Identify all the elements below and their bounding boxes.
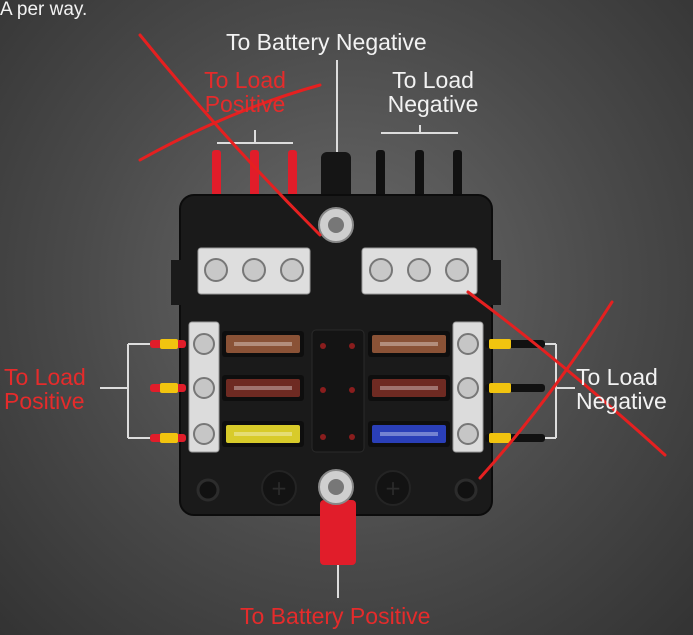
fuse-element <box>234 342 292 346</box>
blade-fuse[interactable] <box>226 335 300 353</box>
label-load-negative-top: To Load Negative <box>378 68 488 116</box>
led-indicator-icon <box>320 343 355 440</box>
label-line: Positive <box>4 388 85 415</box>
battery-positive-stud <box>318 469 356 598</box>
fuse-element <box>234 432 292 436</box>
left-positive-leads <box>100 339 186 443</box>
blade-fuse[interactable] <box>372 425 446 443</box>
blade-fuse[interactable] <box>226 379 300 397</box>
label-battery-negative: To Battery Negative <box>226 29 427 55</box>
svg-text:+: + <box>385 476 402 500</box>
label-load-negative-right: To Load Negative <box>576 365 667 413</box>
svg-text:+: + <box>271 476 288 500</box>
fuse-element <box>234 386 292 390</box>
label-line: To Load <box>204 67 286 93</box>
label-line: To Load <box>576 364 658 390</box>
label-line: Positive <box>204 91 286 118</box>
fuse-element <box>380 386 438 390</box>
side-terminal-screws <box>193 333 479 445</box>
fuse-slots <box>222 331 450 447</box>
label-battery-positive: To Battery Positive <box>240 603 431 629</box>
fuse-element <box>380 342 438 346</box>
right-negative-leads <box>485 339 575 443</box>
busbar-screws <box>204 258 469 282</box>
blade-fuse[interactable] <box>226 425 300 443</box>
label-line: Negative <box>576 388 667 415</box>
annotation-strikes <box>138 33 667 480</box>
caption-fragment: A per way. <box>0 0 88 20</box>
label-load-positive-left: To Load Positive <box>4 365 86 413</box>
label-line: Negative <box>387 91 479 118</box>
fuse-element <box>380 432 438 436</box>
mounting-hole-icon: + + <box>196 470 478 506</box>
label-line: To Load <box>392 67 474 93</box>
battery-negative-stud <box>318 207 354 243</box>
blade-fuse[interactable] <box>372 379 446 397</box>
label-line: To Load <box>4 364 86 390</box>
blade-fuse[interactable] <box>372 335 446 353</box>
battery-negative-wire <box>321 60 351 202</box>
label-load-positive-top: To Load Positive <box>190 68 300 116</box>
